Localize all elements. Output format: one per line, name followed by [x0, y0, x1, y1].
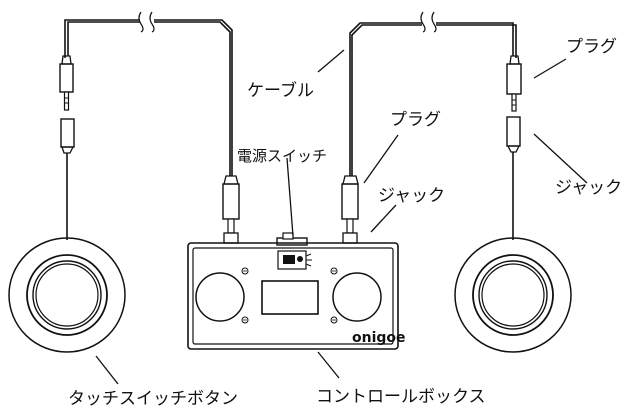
right-jack [506, 116, 521, 240]
right-touch-button [454, 237, 572, 353]
control-box: onigoe [187, 232, 406, 350]
center-jack-label: ジャック [378, 186, 445, 206]
left-jack [60, 118, 75, 240]
left-touch-button [8, 237, 126, 353]
screw-icons [241, 267, 338, 324]
right-plug-label: プラグ [566, 37, 617, 57]
right-cable [349, 11, 517, 176]
center-right-plug [341, 175, 359, 244]
brand-logo: onigoe [352, 330, 406, 346]
right-plug [506, 55, 522, 112]
right-jack-label: ジャック [555, 178, 622, 198]
left-cable [64, 11, 233, 176]
cable-label: ケーブル [247, 80, 314, 101]
power-switch-icon [276, 232, 312, 270]
control-box-label: コントロールボックス [316, 387, 486, 407]
left-plug [59, 55, 74, 111]
center-left-plug [222, 175, 240, 244]
power-switch-label: 電源スイッチ [237, 147, 327, 165]
leader-lines [95, 49, 588, 385]
center-plug-label: プラグ [390, 110, 441, 130]
touch-button-label: タッチスイッチボタン [68, 389, 238, 409]
